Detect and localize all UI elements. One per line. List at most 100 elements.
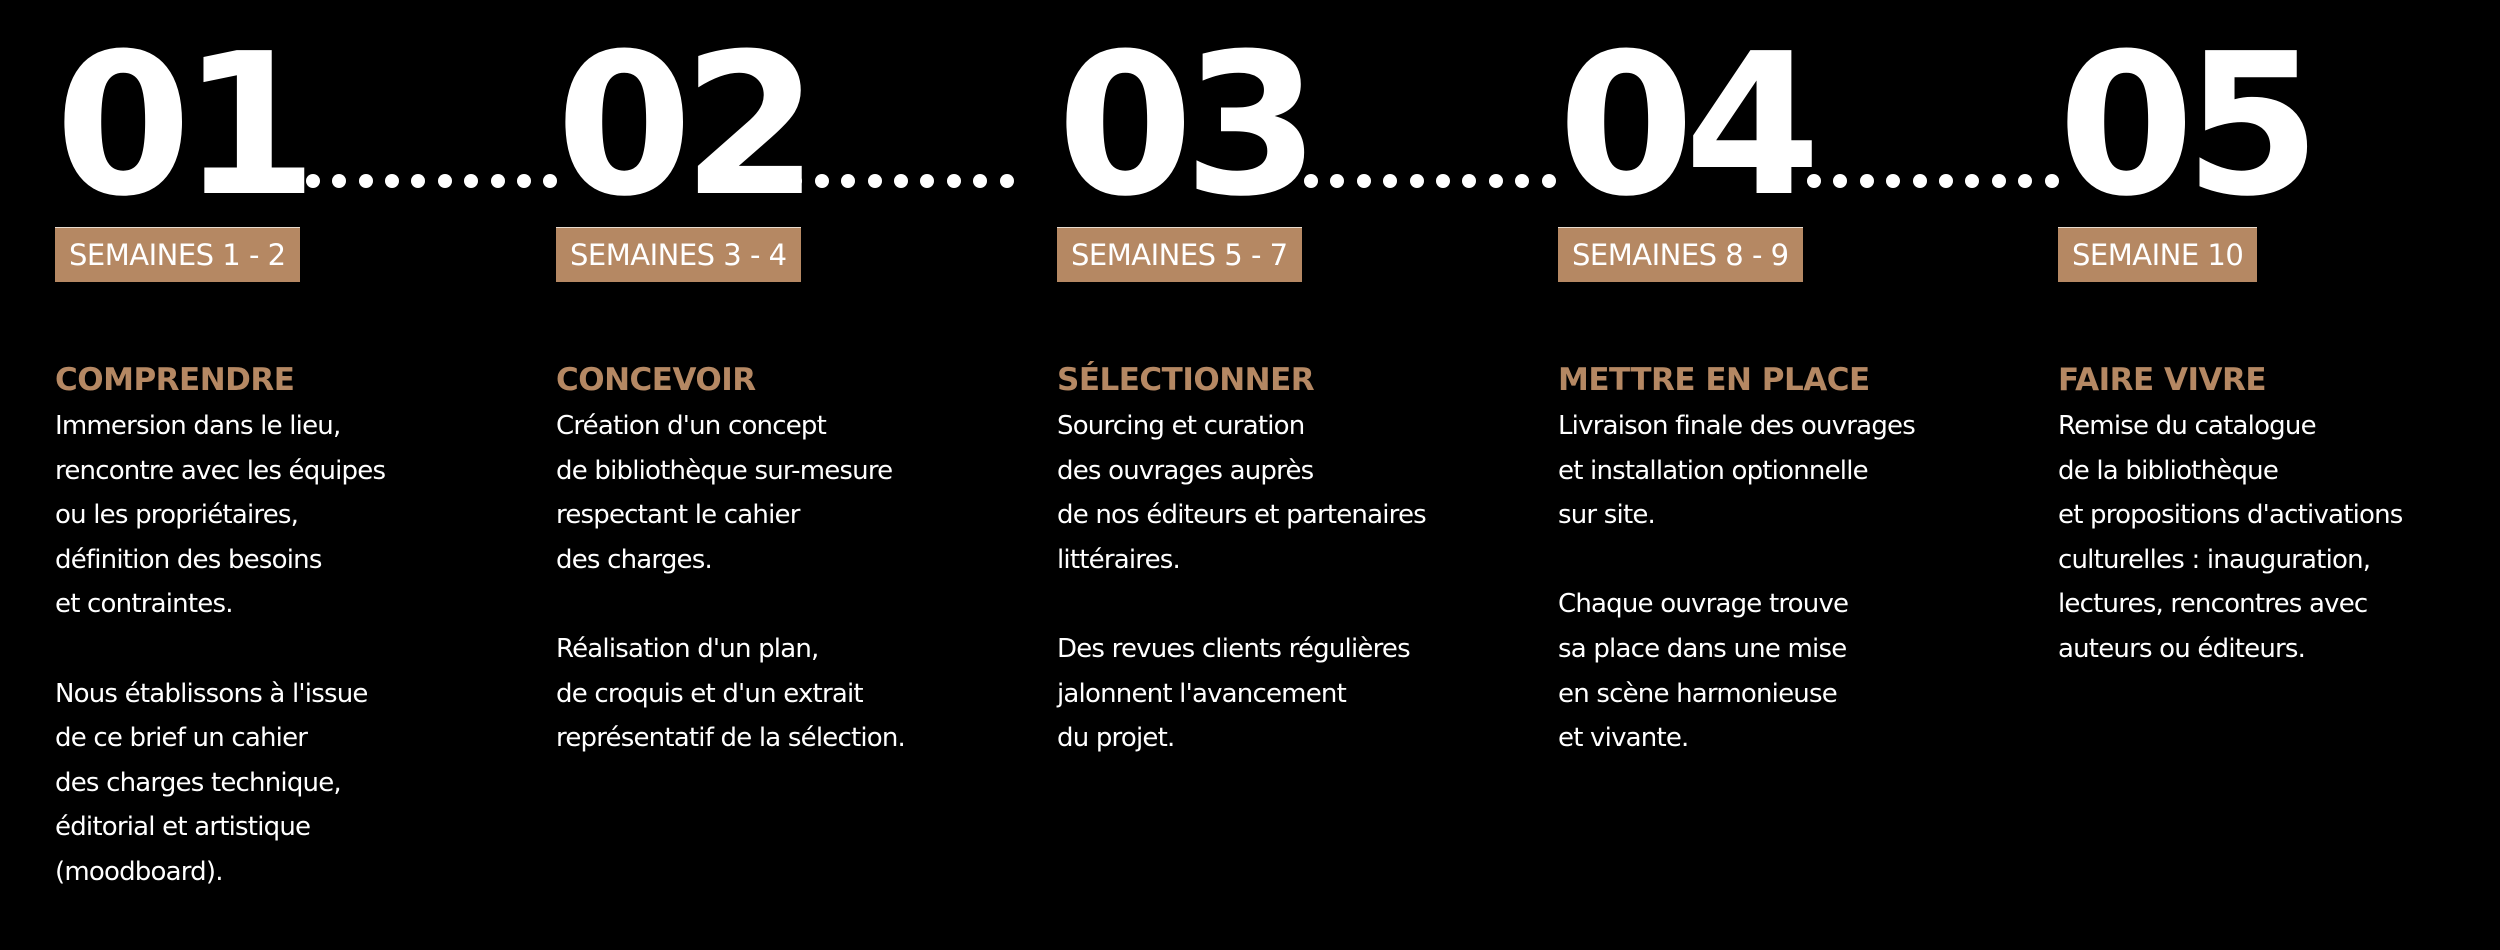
text-line: des charges technique, bbox=[55, 767, 342, 798]
phase-title: CONCEVOIR bbox=[556, 362, 756, 398]
connector-dot bbox=[2044, 174, 2059, 188]
text-line: sa place dans une mise bbox=[1558, 633, 1847, 664]
connector-dot bbox=[788, 174, 803, 188]
connector-dot bbox=[867, 174, 882, 188]
paragraph: Sourcing et curation des ouvrages auprès… bbox=[1057, 404, 1517, 582]
connector-dot bbox=[490, 174, 505, 188]
connector-dot bbox=[437, 174, 452, 188]
paragraph: Nous établissons à l'issue de ce brief u… bbox=[55, 672, 515, 895]
step-number: 02 bbox=[556, 12, 819, 240]
connector-dot bbox=[332, 174, 347, 188]
paragraph: Création d'un concept de bibliothèque su… bbox=[556, 404, 1016, 582]
text-line: et contraintes. bbox=[55, 589, 233, 620]
text-line: culturelles : inauguration, bbox=[2058, 544, 2371, 575]
paragraph: Chaque ouvrage trouve sa place dans une … bbox=[1558, 582, 2018, 760]
phase-title: COMPRENDRE bbox=[55, 362, 295, 398]
connector-dot bbox=[1965, 174, 1980, 188]
connector-dot bbox=[1383, 174, 1398, 188]
connector-dot bbox=[762, 174, 776, 188]
phase-description: Remise du catalogue de la bibliothèque e… bbox=[2058, 404, 2500, 716]
phase-description: Création d'un concept de bibliothèque su… bbox=[556, 404, 1016, 805]
connector-dot bbox=[1462, 174, 1477, 188]
connector-dot bbox=[464, 174, 479, 188]
text-line: Livraison finale des ouvrages bbox=[1558, 411, 1916, 441]
connector-dot bbox=[305, 174, 320, 188]
connector-dot bbox=[253, 174, 267, 188]
text-line: sur site. bbox=[1558, 500, 1656, 531]
connector-dot bbox=[1515, 174, 1530, 188]
step-number: 05 bbox=[2058, 12, 2321, 240]
text-line: auteurs ou éditeurs. bbox=[2058, 633, 2306, 664]
step-number: 04 bbox=[1558, 12, 1821, 240]
weeks-badge: SEMAINES 1 - 2 bbox=[55, 227, 300, 282]
connector-dot bbox=[384, 174, 399, 188]
dotted-connector bbox=[253, 174, 558, 188]
connector-dot bbox=[2018, 174, 2033, 188]
connector-dot bbox=[1356, 174, 1371, 188]
connector-dot bbox=[1991, 174, 2006, 188]
text-line: représentatif de la sélection. bbox=[556, 723, 906, 754]
text-line: et installation optionnelle bbox=[1558, 455, 1869, 486]
text-line: et propositions d'activations bbox=[2058, 500, 2403, 531]
text-line: (moodboard). bbox=[55, 856, 223, 887]
text-line: rencontre avec les équipes bbox=[55, 455, 386, 486]
text-line: Remise du catalogue bbox=[2058, 411, 2317, 441]
text-line: Des revues clients régulières bbox=[1057, 633, 1411, 664]
paragraph: Livraison finale des ouvrages et install… bbox=[1558, 404, 2018, 538]
text-line: respectant le cahier bbox=[556, 500, 800, 531]
connector-dot bbox=[999, 174, 1014, 188]
text-line: définition des besoins bbox=[55, 544, 322, 575]
text-line: Sourcing et curation bbox=[1057, 411, 1305, 441]
phase-title: METTRE EN PLACE bbox=[1558, 362, 1870, 398]
phase-title: SÉLECTIONNER bbox=[1057, 362, 1315, 398]
connector-dot bbox=[1833, 174, 1848, 188]
connector-dot bbox=[1886, 174, 1901, 188]
text-line: de ce brief un cahier bbox=[55, 723, 308, 754]
text-line: Immersion dans le lieu, bbox=[55, 411, 341, 441]
connector-dot bbox=[1859, 174, 1874, 188]
step-number: 03 bbox=[1057, 12, 1320, 240]
connector-dot bbox=[358, 174, 373, 188]
text-line: des charges. bbox=[556, 544, 713, 575]
step-number: 01 bbox=[55, 12, 318, 240]
text-line: des ouvrages auprès bbox=[1057, 455, 1314, 486]
step-02: 02 SEMAINES 3 - 4 CONCEVOIR Création d'u… bbox=[556, 0, 1056, 950]
phase-title: FAIRE VIVRE bbox=[2058, 362, 2267, 398]
dotted-connector bbox=[1807, 174, 2059, 188]
text-line: du projet. bbox=[1057, 723, 1175, 754]
connector-dot bbox=[920, 174, 935, 188]
text-line: et vivante. bbox=[1558, 723, 1689, 754]
paragraph: Des revues clients régulières jalonnent … bbox=[1057, 627, 1517, 761]
text-line: jalonnent l'avancement bbox=[1057, 678, 1347, 709]
connector-dot bbox=[1409, 174, 1424, 188]
connector-dot bbox=[1304, 174, 1318, 188]
step-05: 05 SEMAINE 10 FAIRE VIVRE Remise du cata… bbox=[2058, 0, 2500, 950]
text-line: Chaque ouvrage trouve bbox=[1558, 589, 1849, 620]
weeks-badge: SEMAINES 3 - 4 bbox=[556, 227, 801, 282]
text-line: Nous établissons à l'issue bbox=[55, 678, 368, 709]
phase-description: Immersion dans le lieu, rencontre avec l… bbox=[55, 404, 515, 939]
dotted-connector bbox=[762, 174, 1014, 188]
paragraph: Remise du catalogue de la bibliothèque e… bbox=[2058, 404, 2500, 672]
connector-dot bbox=[893, 174, 908, 188]
text-line: de bibliothèque sur-mesure bbox=[556, 455, 893, 486]
connector-dot bbox=[1435, 174, 1450, 188]
dotted-connector bbox=[1304, 174, 1556, 188]
connector-dot bbox=[973, 174, 988, 188]
step-01: 01 SEMAINES 1 - 2 COMPRENDRE Immersion d… bbox=[55, 0, 558, 950]
connector-dot bbox=[841, 174, 856, 188]
text-line: Création d'un concept bbox=[556, 411, 827, 441]
connector-dot bbox=[1330, 174, 1345, 188]
text-line: en scène harmonieuse bbox=[1558, 678, 1838, 709]
step-03: 03 SEMAINES 5 - 7 SÉLECTIONNER Sourcing … bbox=[1057, 0, 1557, 950]
connector-dot bbox=[543, 174, 558, 188]
connector-dot bbox=[1807, 174, 1821, 188]
connector-dot bbox=[516, 174, 531, 188]
text-line: de nos éditeurs et partenaires bbox=[1057, 500, 1427, 531]
paragraph: Réalisation d'un plan, de croquis et d'u… bbox=[556, 627, 1016, 761]
connector-dot bbox=[279, 174, 294, 188]
text-line: littéraires. bbox=[1057, 544, 1181, 575]
weeks-badge: SEMAINES 5 - 7 bbox=[1057, 227, 1302, 282]
connector-dot bbox=[1541, 174, 1556, 188]
connector-dot bbox=[946, 174, 961, 188]
